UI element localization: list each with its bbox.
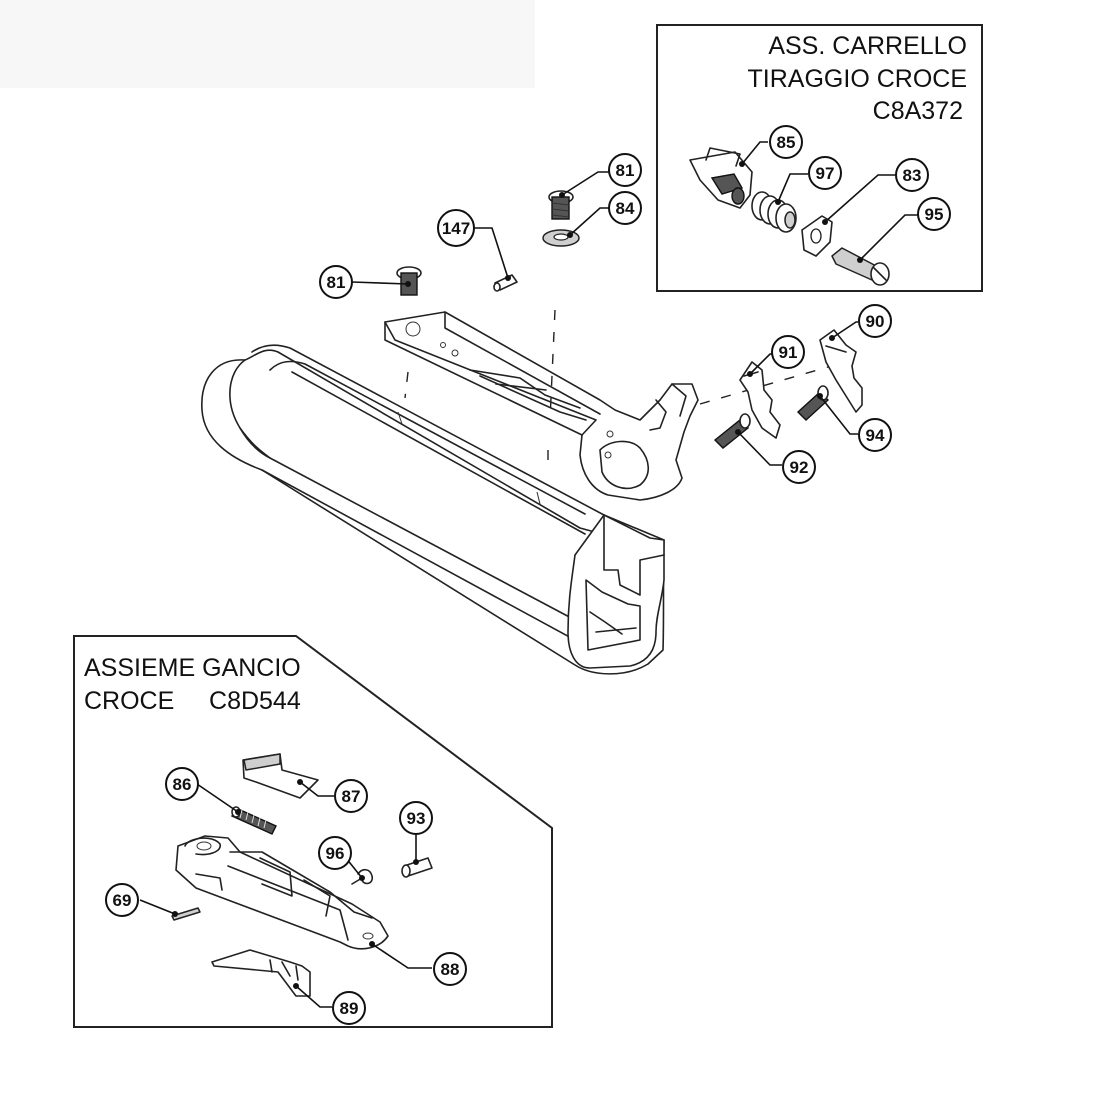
part-pin-69 [171, 907, 201, 921]
assembly-box-gancio: ASSIEME GANCIO CROCE C8D544 [73, 635, 553, 1028]
callout-93: 93 [399, 801, 433, 835]
part-lever-90 [819, 329, 863, 413]
assembly-title-line: ASS. CARRELLO [768, 32, 967, 60]
callout-label: 87 [342, 787, 361, 806]
callout-81: 81 [608, 153, 642, 187]
callout-85: 85 [769, 125, 803, 159]
part-screw-81-left [396, 266, 422, 296]
callout-97: 97 [808, 156, 842, 190]
callout-91: 91 [771, 335, 805, 369]
callout-label: 93 [407, 809, 426, 828]
part-screw-81-top [548, 190, 574, 220]
assembly-title-line: ASSIEME GANCIO [84, 654, 301, 682]
part-87 [242, 753, 319, 799]
callout-87: 87 [334, 779, 368, 813]
assembly-title-line: TIRAGGIO CROCE [748, 65, 967, 93]
forend-body [201, 344, 665, 675]
callout-94: 94 [858, 418, 892, 452]
callout-label: 90 [866, 312, 885, 331]
callout-label: 96 [326, 844, 345, 863]
assembly-axis [549, 309, 556, 421]
callout-label: 147 [442, 219, 470, 238]
assembly-axis [404, 371, 409, 399]
callout-label: 84 [616, 199, 635, 218]
assembly-box-carrello: ASS. CARRELLO TIRAGGIO CROCE C8A372 [656, 24, 983, 292]
callout-label: 81 [616, 161, 635, 180]
callout-90: 90 [858, 304, 892, 338]
callout-label: 69 [113, 891, 132, 910]
part-pin-93 [401, 857, 433, 878]
callout-84: 84 [608, 191, 642, 225]
part-spring-97 [751, 191, 797, 233]
callout-88: 88 [433, 952, 467, 986]
callout-label: 85 [777, 133, 796, 152]
leader-lines [139, 141, 918, 1008]
callout-label: 91 [779, 343, 798, 362]
part-89 [211, 949, 311, 997]
callout-label: 95 [925, 205, 944, 224]
callout-label: 97 [816, 164, 835, 183]
forend-iron [384, 311, 699, 501]
callout-label: 81 [327, 273, 346, 292]
callout-label: 94 [866, 426, 885, 445]
callout-81-left: 81 [319, 265, 353, 299]
callout-83: 83 [895, 158, 929, 192]
callout-95: 95 [917, 197, 951, 231]
part-spring-92 [713, 413, 751, 449]
part-pin-95 [831, 247, 890, 286]
callout-label: 88 [441, 960, 460, 979]
callout-86: 86 [165, 767, 199, 801]
callout-69: 69 [105, 883, 139, 917]
part-85 [689, 147, 753, 209]
part-88 [175, 835, 389, 950]
callout-label: 92 [790, 458, 809, 477]
callout-label: 89 [340, 999, 359, 1018]
callout-96: 96 [318, 836, 352, 870]
assembly-axis [699, 364, 836, 405]
assembly-code: CROCE C8D544 [84, 687, 301, 715]
background-tint [0, 0, 535, 88]
callout-92: 92 [782, 450, 816, 484]
callout-147: 147 [437, 209, 475, 247]
part-spring-94 [796, 385, 830, 421]
callout-89: 89 [332, 991, 366, 1025]
assembly-code: C8A372 [873, 97, 963, 125]
callout-label: 83 [903, 166, 922, 185]
callout-label: 86 [173, 775, 192, 794]
part-83 [801, 215, 833, 257]
